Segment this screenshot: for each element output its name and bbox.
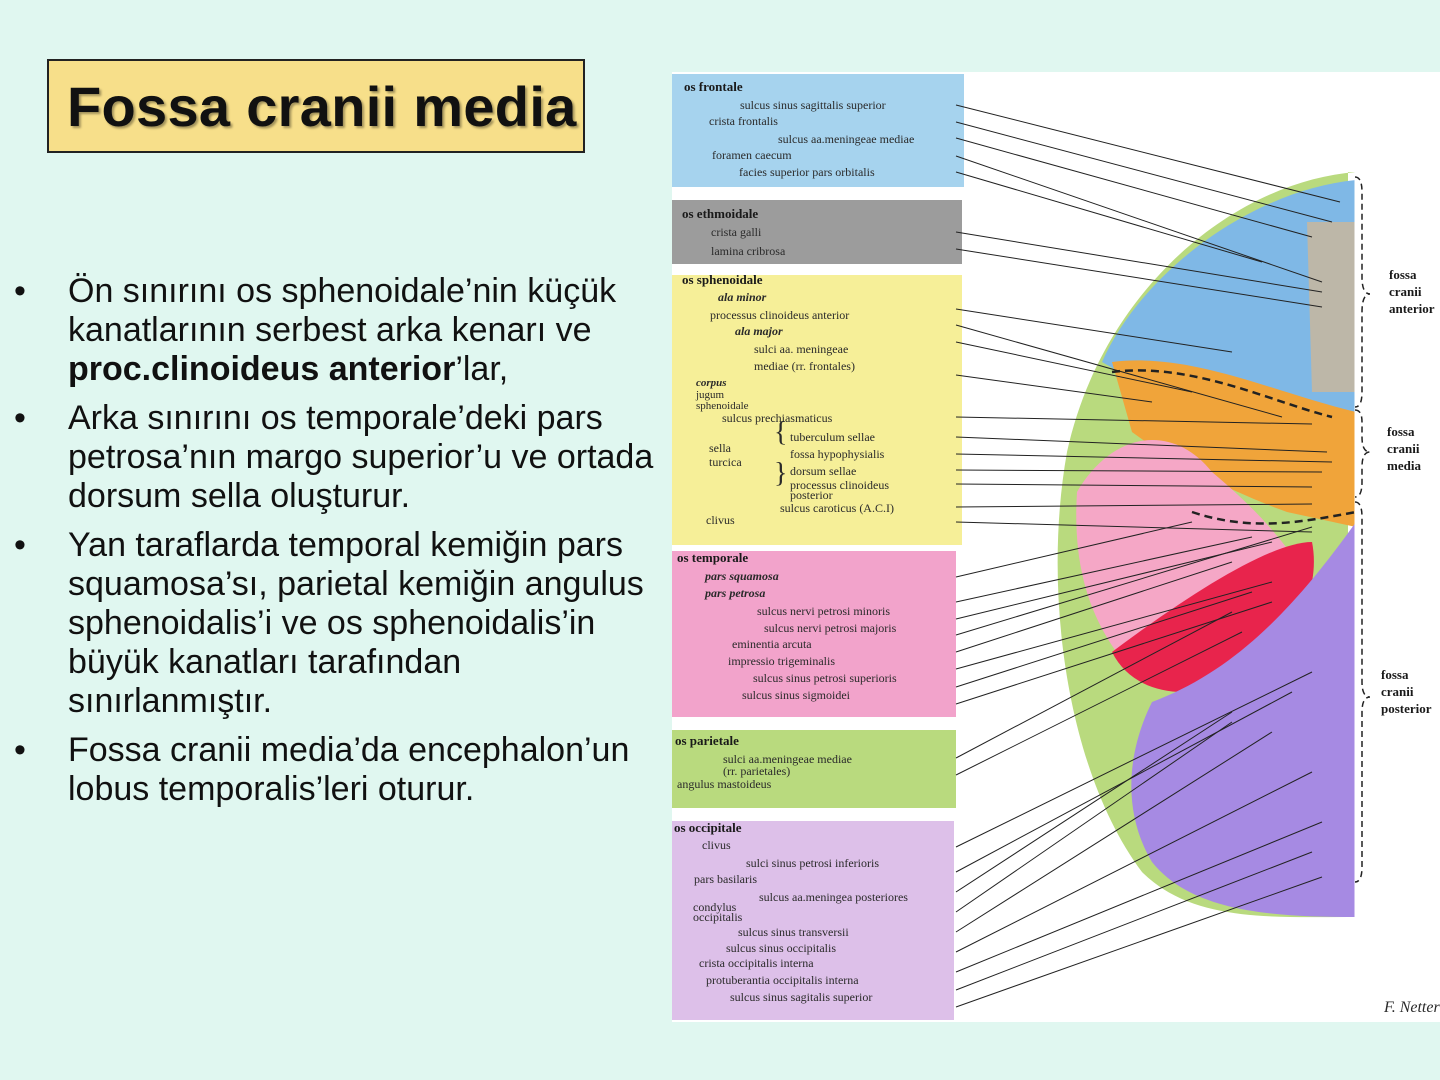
- boundary-posterior: [1191, 510, 1357, 525]
- label-sulcus-prechiasmaticus: sulcus prechiasmaticus: [722, 411, 833, 425]
- label-sulcus-aa-meningea-post: sulcus aa.meningea posteriores: [759, 890, 908, 904]
- region-anterior-line-1: fossa: [1389, 267, 1417, 282]
- label-proc-clinoideus: processus clinoideus: [790, 478, 889, 492]
- brace-sella-top: {: [774, 417, 787, 448]
- label-crista-galli: crista galli: [711, 225, 762, 239]
- bullet-marker: •: [14, 526, 26, 564]
- label-sulcus-sinus-occipitalis: sulcus sinus occipitalis: [726, 941, 836, 955]
- label-clivus-sphenoid: clivus: [706, 513, 735, 527]
- region-anterior-line-2: cranii: [1389, 284, 1422, 299]
- label-impressio-trigeminalis: impressio trigeminalis: [728, 654, 835, 668]
- bullet-text: Arka sınırını os temporale’deki pars pet…: [68, 399, 654, 515]
- label-boxes: [672, 74, 964, 1020]
- skull-base-drawing: [1057, 172, 1358, 918]
- artist-signature: F. Netter: [1383, 999, 1440, 1016]
- box-os-frontale: [672, 74, 964, 187]
- label-pars-basilaris: pars basilaris: [694, 872, 757, 886]
- heading-os-occipitale: os occipitale: [674, 820, 742, 835]
- region-brackets: [1354, 176, 1371, 883]
- label-sulci-aa-meningeae: sulci aa. meningeae: [754, 342, 848, 356]
- label-foramen-caecum: foramen caecum: [712, 148, 792, 162]
- label-condylus: condylus: [693, 900, 737, 914]
- box-os-temporale: [672, 551, 956, 717]
- label-sella: sella: [709, 441, 732, 455]
- region-media-line-1: fossa: [1387, 424, 1415, 439]
- bullet-text: Yan taraflarda temporal kemiğin pars squ…: [68, 526, 644, 720]
- bullet-text: Ön sınırını os sphenoidale’nin küçük kan…: [68, 272, 617, 388]
- label-posterior: posterior: [790, 488, 833, 502]
- heading-os-parietale: os parietale: [675, 733, 739, 748]
- label-protuberantia: protuberantia occipitalis interna: [706, 973, 859, 987]
- label-sulcus-n-petrosi-min: sulcus nervi petrosi minoris: [757, 604, 890, 618]
- label-sulci-aa-meningeae-par: sulci aa.meningeae mediae: [723, 752, 852, 766]
- label-occipitalis: occipitalis: [693, 910, 743, 924]
- label-sulcus-n-petrosi-maj: sulcus nervi petrosi majoris: [764, 621, 897, 635]
- bullet-list: • Ön sınırını os sphenoidale’nin küçük k…: [14, 272, 664, 819]
- label-ala-major: ala major: [735, 324, 783, 338]
- label-clivus-occipital: clivus: [702, 838, 731, 852]
- label-fossa-hypophysialis: fossa hypophysialis: [790, 447, 885, 461]
- frontal-region: [1102, 180, 1356, 412]
- label-corpus: corpus: [696, 377, 727, 389]
- heading-os-temporale: os temporale: [677, 550, 748, 565]
- box-os-occipitale: [672, 821, 954, 1020]
- label-sphenoidale: sphenoidale: [696, 400, 749, 412]
- bullet-item-2: • Arka sınırını os temporale’deki pars p…: [14, 399, 664, 516]
- bullet-marker: •: [14, 731, 26, 769]
- boundary-anterior: [1111, 369, 1333, 419]
- label-tuberculum-sellae: tuberculum sellae: [790, 430, 875, 444]
- label-pars-petrosa: pars petrosa: [704, 586, 765, 600]
- heading-os-ethmoidale: os ethmoidale: [682, 206, 758, 221]
- label-sulci-sinus-petrosi-inf: sulci sinus petrosi inferioris: [746, 856, 879, 870]
- title-box: Fossa cranii media: [47, 59, 585, 153]
- bullet-text: Fossa cranii media’da encephalon’un lobu…: [68, 731, 630, 808]
- label-sulcus-aa-meningeae: sulcus aa.meningeae mediae: [778, 132, 914, 146]
- label-proc-clinoideus-ant: processus clinoideus anterior: [710, 308, 849, 322]
- heading-os-frontale: os frontale: [684, 79, 743, 94]
- anatomy-illustration: F. Netter os frontale os ethmoidale os s…: [672, 74, 1440, 1020]
- bullet-marker: •: [14, 399, 26, 437]
- sphenoid-region: [1112, 360, 1356, 527]
- region-posterior-line-2: cranii: [1381, 684, 1414, 699]
- label-sulcus-sinus-sagitalis: sulcus sinus sagitalis superior: [730, 990, 872, 1004]
- ethmoid-region: [1307, 222, 1356, 392]
- bullet-item-4: • Fossa cranii media’da encephalon’un lo…: [14, 731, 664, 809]
- region-anterior-line-3: anterior: [1389, 301, 1435, 316]
- label-ala-minor: ala minor: [718, 290, 767, 304]
- box-os-ethmoidale: [672, 200, 962, 264]
- label-angulus-mastoideus: angulus mastoideus: [677, 777, 772, 791]
- label-facies-superior: facies superior pars orbitalis: [739, 165, 875, 179]
- region-media-line-2: cranii: [1387, 441, 1420, 456]
- brace-sella-bottom: }: [774, 458, 787, 489]
- label-eminentia-arcuta: eminentia arcuta: [732, 637, 812, 651]
- label-crista-frontalis: crista frontalis: [709, 114, 778, 128]
- bullet-item-3: • Yan taraflarda temporal kemiğin pars s…: [14, 526, 664, 721]
- label-pars-squamosa: pars squamosa: [704, 569, 779, 583]
- label-sulcus-sinus-sigmoidei: sulcus sinus sigmoidei: [742, 688, 851, 702]
- label-sulcus-sinus-transversii: sulcus sinus transversii: [738, 925, 849, 939]
- heading-os-sphenoidale: os sphenoidale: [682, 272, 763, 287]
- label-sulcus-caroticus: sulcus caroticus (A.C.I): [780, 501, 894, 515]
- label-crista-occipitalis: crista occipitalis interna: [699, 956, 814, 970]
- label-turcica: turcica: [709, 455, 742, 469]
- label-dorsum-sellae: dorsum sellae: [790, 464, 856, 478]
- box-os-sphenoidale: [672, 275, 962, 545]
- bullet-item-1: • Ön sınırını os sphenoidale’nin küçük k…: [14, 272, 664, 389]
- box-os-parietale: [672, 730, 956, 808]
- label-lamina-cribrosa: lamina cribrosa: [711, 244, 786, 258]
- label-sulcus-sinus-petrosi-sup: sulcus sinus petrosi superioris: [753, 671, 897, 685]
- occipital-region: [1131, 522, 1356, 917]
- label-sulcus-sinus-sagittalis: sulcus sinus sagittalis superior: [740, 98, 886, 112]
- region-media-line-3: media: [1387, 458, 1421, 473]
- region-posterior-line-1: fossa: [1381, 667, 1409, 682]
- page-title: Fossa cranii media: [67, 74, 577, 138]
- region-posterior-line-3: posterior: [1381, 701, 1432, 716]
- label-jugum: jugum: [695, 389, 725, 401]
- label-rr-parietales: (rr. parietales): [723, 764, 790, 778]
- bullet-marker: •: [14, 272, 26, 310]
- label-mediae-rr-frontales: mediae (rr. frontales): [754, 359, 855, 373]
- anatomy-figure: F. Netter os frontale os ethmoidale os s…: [672, 72, 1440, 1022]
- leader-lines: [955, 104, 1341, 1008]
